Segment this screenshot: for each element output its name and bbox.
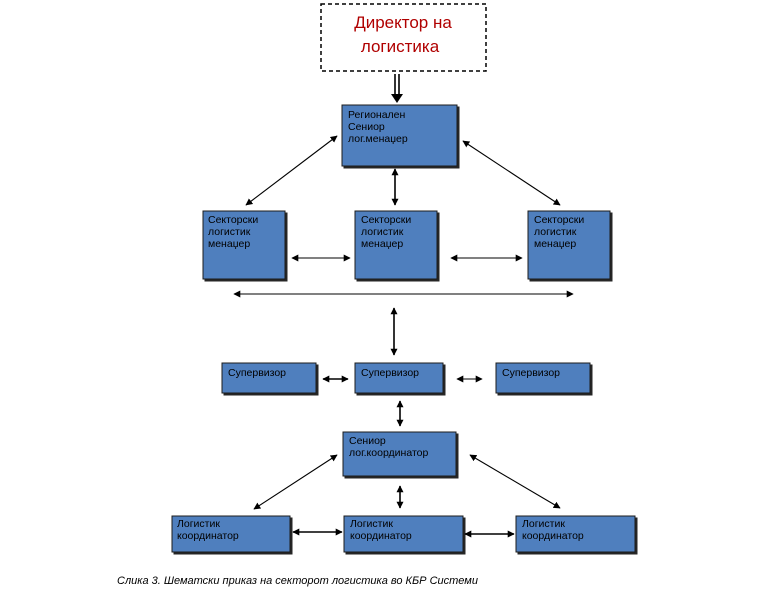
coordinator-left-line2: координатор [177,530,239,542]
senior-coordinator-line1: Сениор [349,435,386,447]
senior-coordinator-box: Сениор лог.координатор [342,431,457,477]
sector-left-line1: Секторски [208,214,258,226]
coordinator-right-line2: координатор [522,530,584,542]
regional-line2: Сениор [348,121,385,133]
senior-coordinator-line2: лог.координатор [349,447,428,459]
director-box: Директор на логистика [320,3,487,72]
sector-left-line3: менаџер [208,238,250,250]
sector-center-line1: Секторски [361,214,411,226]
supervisor-center-box: Супервизор [354,362,444,394]
coordinator-right-line1: Логистик [522,518,565,530]
supervisor-right-box: Супервизор [495,362,591,394]
sector-right-line1: Секторски [534,214,584,226]
sector-manager-center-box: Секторски логистик менаџер [354,210,438,280]
figure-caption: Слика 3. Шематски приказ на секторот лог… [117,575,478,587]
supervisor-right-label: Супервизор [502,367,560,379]
coordinator-right-box: Логистик координатор [515,515,636,553]
regional-line1: Регионален [348,109,406,121]
coordinator-center-line2: координатор [350,530,412,542]
director-title-line2: логистика [361,37,440,56]
supervisor-center-label: Супервизор [361,367,419,379]
coordinator-left-line1: Логистик [177,518,220,530]
supervisor-left-box: Супервизор [221,362,317,394]
supervisor-left-label: Супервизор [228,367,286,379]
regional-line3: лог.менаџер [348,133,408,145]
sector-right-line2: логистик [534,226,577,238]
sector-left-line2: логистик [208,226,251,238]
coordinator-center-box: Логистик координатор [343,515,464,553]
regional-senior-manager-box: Регионален Сениор лог.менаџер [341,104,458,167]
sector-manager-left-box: Секторски логистик менаџер [202,210,286,280]
sector-center-line2: логистик [361,226,404,238]
sector-center-line3: менаџер [361,238,403,250]
sector-right-line3: менаџер [534,238,576,250]
coordinator-left-box: Логистик координатор [171,515,291,553]
arrow-regional-sector-left [245,135,338,206]
arrow-regional-sector-right [462,140,561,206]
coordinator-center-line1: Логистик [350,518,393,530]
director-down-arrow [391,74,403,103]
director-title-line1: Директор на [354,13,452,32]
arrow-senior-coordinator-left [253,454,338,510]
arrow-senior-coordinator-right [469,454,561,509]
sector-manager-right-box: Секторски логистик менаџер [527,210,611,280]
